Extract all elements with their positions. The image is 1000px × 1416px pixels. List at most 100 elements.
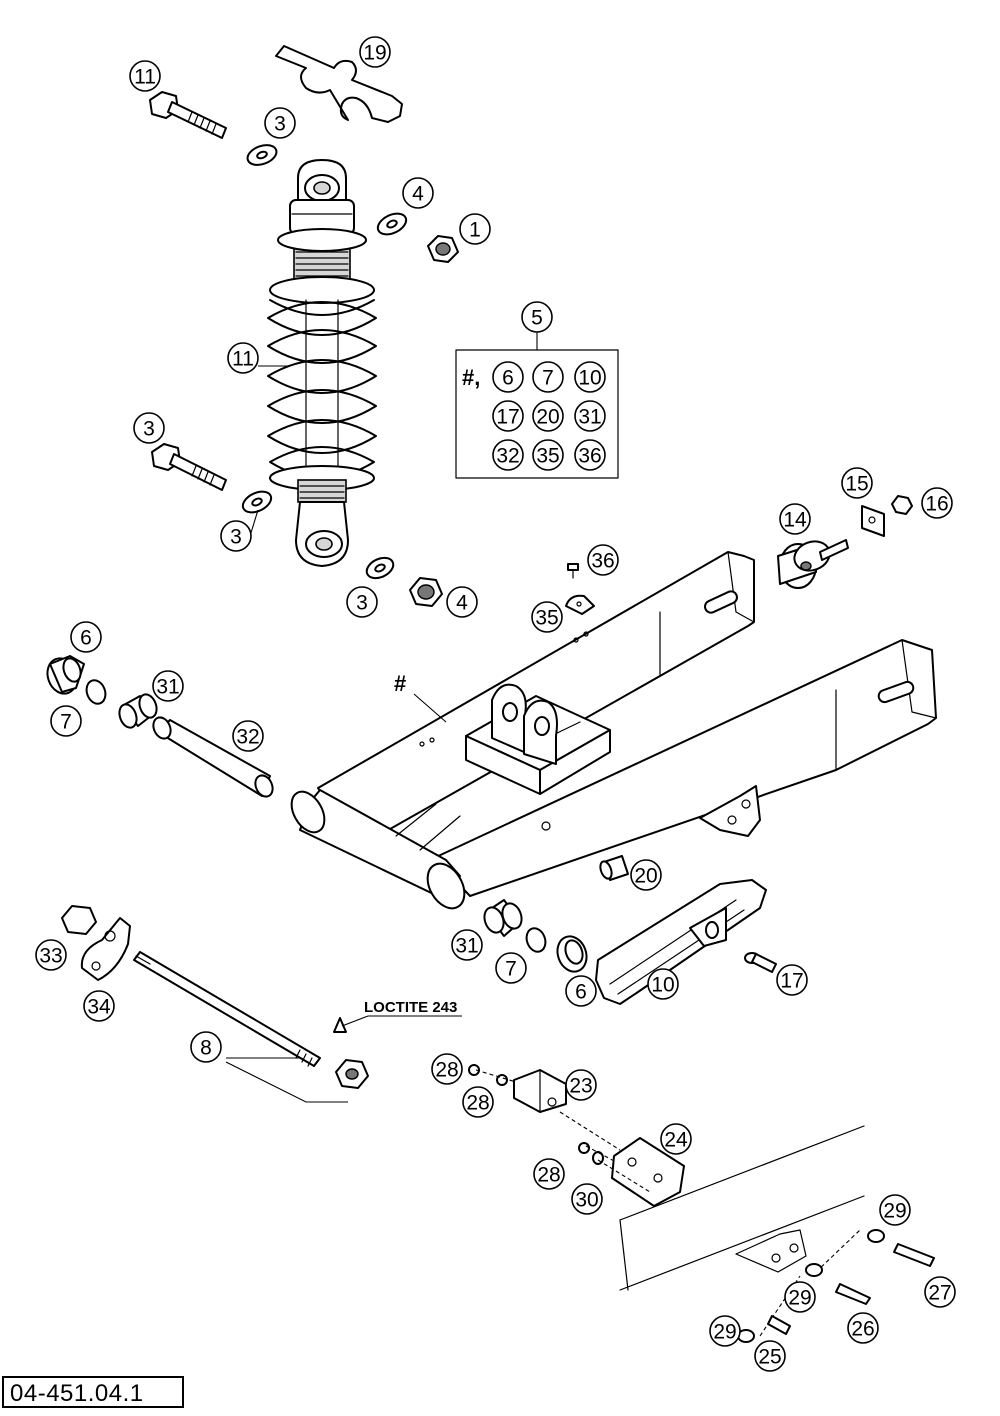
plate-15 (861, 505, 885, 537)
callout-35-label: 35 (535, 607, 558, 630)
callout-6: 6 (70, 621, 102, 653)
callout-3: 3 (133, 412, 165, 444)
callout-20-label: 20 (634, 865, 657, 888)
callout-32-label: 32 (236, 726, 259, 749)
loctite-leader (341, 1015, 462, 1027)
kit-item-31: 31 (574, 400, 606, 432)
callout-8-label: 8 (200, 1037, 212, 1060)
kit-item-17-label: 17 (496, 406, 519, 429)
kit-item-32: 32 (492, 439, 524, 471)
guide-block-23 (513, 1069, 567, 1113)
cable-clip-35 (565, 594, 595, 615)
hash-marker-label: # (394, 671, 406, 696)
callout-24: 24 (660, 1123, 692, 1155)
callout-29: 29 (879, 1194, 911, 1226)
bushing-20 (599, 855, 629, 881)
callout-34-label: 34 (87, 996, 111, 1019)
callout-7-label: 7 (505, 958, 517, 981)
drawing-code: 04-451.04.1 (10, 1380, 144, 1407)
nut-16 (891, 495, 913, 515)
callout-3: 3 (220, 520, 252, 552)
callout-15-label: 15 (845, 473, 868, 496)
callout-17: 17 (776, 964, 808, 996)
callout-11: 11 (227, 342, 259, 374)
callout-36-label: 36 (591, 550, 614, 573)
callout-14: 14 (779, 503, 811, 535)
callout-19: 19 (359, 36, 391, 68)
kit-item-20-label: 20 (536, 406, 559, 429)
kit-item-36: 36 (574, 439, 606, 471)
plate-34 (80, 917, 131, 981)
screw-17 (744, 952, 777, 973)
mount-leaders (759, 1229, 861, 1337)
chain-slider-10 (595, 879, 767, 1005)
callout-7: 7 (495, 952, 527, 984)
bolt-11-lower (151, 443, 227, 491)
callout-20: 20 (630, 859, 662, 891)
callout-4: 4 (446, 586, 478, 618)
pivot-left-parts (46, 655, 274, 798)
callout-10: 10 (647, 968, 679, 1000)
callout-5: 5 (521, 301, 553, 333)
callout-17-label: 17 (780, 970, 803, 993)
callout-28-label: 28 (537, 1164, 560, 1187)
arm-outline (619, 1125, 865, 1291)
callout-33: 33 (35, 939, 67, 971)
callout-23-label: 23 (569, 1075, 592, 1098)
callout-7: 7 (50, 705, 82, 737)
kit-item-10-label: 10 (578, 367, 601, 390)
nut-33 (61, 905, 97, 935)
washers-3 (241, 144, 408, 580)
kit-prefix: #, (462, 365, 480, 390)
kit-item-35-label: 35 (536, 445, 559, 468)
callout-29: 29 (784, 1281, 816, 1313)
kit-item-7-label: 7 (542, 367, 554, 390)
axle-nut (335, 1059, 369, 1089)
kit-item-32-label: 32 (496, 445, 519, 468)
callout-25: 25 (754, 1340, 786, 1372)
callout-28: 28 (431, 1053, 463, 1085)
pivot-right-parts (483, 899, 588, 973)
shock-absorber (267, 159, 377, 567)
kit-item-31-label: 31 (578, 406, 601, 429)
callout-31-label: 31 (455, 935, 478, 958)
loctite-label: LOCTITE 243 (364, 999, 457, 1016)
bracket-24 (611, 1137, 685, 1207)
kit-item-10: 10 (574, 361, 606, 393)
callout-8: 8 (190, 1031, 222, 1063)
callout-3: 3 (346, 586, 378, 618)
callout-10-label: 10 (651, 974, 674, 997)
callout-31-label: 31 (156, 676, 179, 699)
callout-23: 23 (565, 1069, 597, 1101)
callout-34: 34 (83, 990, 115, 1022)
callout-30: 30 (571, 1183, 603, 1215)
nuts-4 (409, 235, 459, 607)
callout-26: 26 (847, 1312, 879, 1344)
callout-6-label: 6 (575, 981, 587, 1004)
callout-1: 1 (459, 213, 491, 245)
bolt-11-upper (149, 91, 227, 139)
callout-24-label: 24 (664, 1129, 688, 1152)
kit-item-6: 6 (492, 361, 524, 393)
pivot-axle-8 (133, 951, 321, 1067)
callout-30-label: 30 (575, 1189, 598, 1212)
callout-29-label: 29 (883, 1200, 906, 1223)
callout-6-label: 6 (80, 627, 92, 650)
axle-leader (225, 1057, 348, 1103)
swingarm (290, 551, 937, 910)
callout-4-label: 4 (456, 592, 468, 615)
callout-11-label: 11 (232, 348, 254, 371)
callout-28-label: 28 (466, 1092, 489, 1115)
callout-36: 36 (587, 544, 619, 576)
callout-5-label: 5 (531, 307, 543, 330)
callout-29-label: 29 (713, 1321, 736, 1344)
callout-11-label: 11 (134, 66, 156, 89)
callout-15: 15 (841, 467, 873, 499)
kit-item-35: 35 (532, 439, 564, 471)
callout-3-label: 3 (274, 113, 286, 136)
kit-item-17: 17 (492, 400, 524, 432)
loctite-drop (333, 1017, 347, 1033)
hook-spanner-19 (275, 45, 403, 123)
